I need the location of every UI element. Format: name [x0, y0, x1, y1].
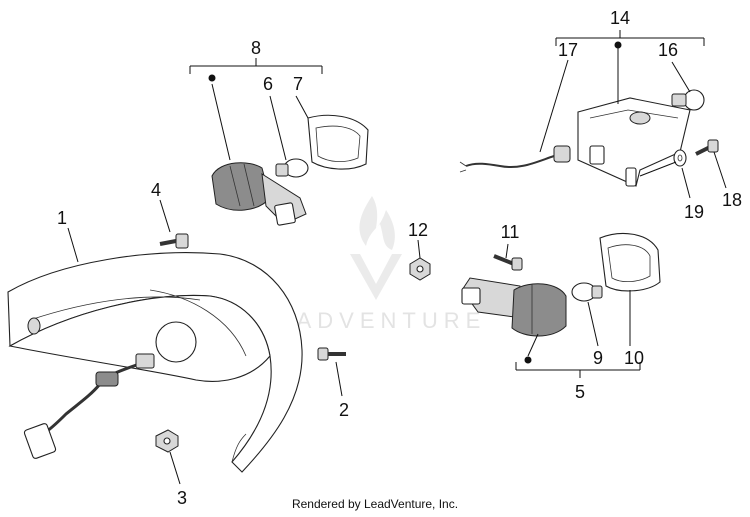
bulb-6 [275, 158, 309, 178]
callout-6: 6 [263, 74, 273, 94]
tail-light-housing [7, 252, 303, 473]
license-light-bracket [577, 97, 691, 187]
watermark-v-icon [350, 254, 402, 300]
bulb-16 [671, 89, 705, 111]
screw-2 [317, 347, 346, 361]
callout-1: 1 [57, 208, 67, 228]
watermark-flame-icon [359, 196, 395, 250]
screw-4 [159, 233, 189, 249]
wire-harness [23, 353, 155, 459]
lens-7 [307, 114, 369, 170]
socket-wire-17 [459, 145, 571, 173]
callout-18: 18 [722, 190, 742, 210]
callout-11: 11 [501, 222, 520, 242]
turn-signal-right [461, 277, 567, 337]
callout-12: 12 [408, 220, 428, 240]
washer-19 [673, 149, 687, 167]
leader-lines [67, 30, 727, 485]
callout-2: 2 [339, 400, 349, 420]
nut-12 [409, 257, 431, 281]
callout-4: 4 [151, 180, 161, 200]
callout-9: 9 [593, 348, 603, 368]
bracket-dots [208, 41, 622, 364]
callout-19: 19 [684, 202, 704, 222]
nut-3 [155, 429, 179, 453]
callout-5: 5 [575, 382, 585, 402]
callouts: 1 2 3 4 5 6 7 8 9 10 11 12 14 16 17 18 1… [57, 8, 742, 508]
screw-11 [493, 254, 523, 271]
callout-17: 17 [558, 40, 578, 60]
callout-10: 10 [624, 348, 644, 368]
callout-14: 14 [610, 8, 630, 28]
footer-credit: Rendered by LeadVenture, Inc. [291, 497, 459, 511]
lens-10 [599, 233, 661, 292]
turn-signal-left [211, 162, 307, 226]
callout-16: 16 [658, 40, 678, 60]
callout-8: 8 [251, 38, 261, 58]
screw-18 [695, 139, 719, 156]
callout-3: 3 [177, 488, 187, 508]
bulb-9 [571, 282, 603, 302]
callout-7: 7 [293, 74, 303, 94]
